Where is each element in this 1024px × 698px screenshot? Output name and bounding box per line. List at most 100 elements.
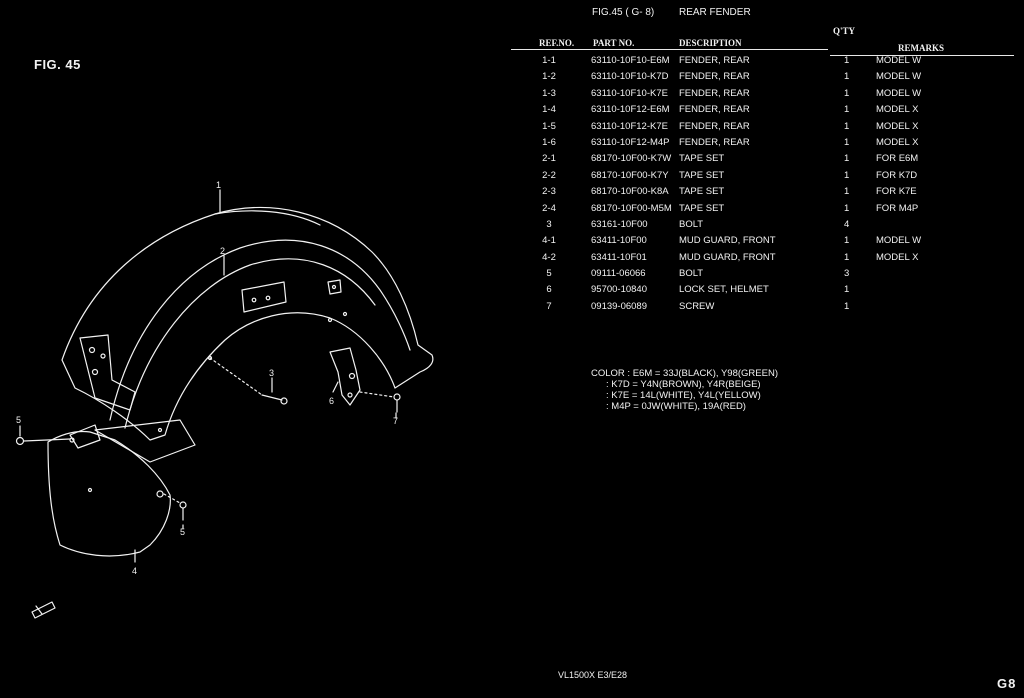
part-number-cell: 95700-10840 [591,284,647,296]
model-code: VL1500X E3/E28 [558,670,628,680]
ref-cell: 1-4 [542,104,556,116]
qty-cell: 1 [844,169,850,181]
description-cell: MUD GUARD, FRONT [679,251,776,263]
part-number-cell: 63110-10F12-E6M [591,104,670,116]
qty-cell: 1 [844,235,850,247]
ref-cell: 5 [546,268,552,280]
color-line: : K7D = Y4N(BROWN), Y4R(BEIGE) [606,379,761,390]
description-cell: LOCK SET, HELMET [679,284,769,296]
figure-title: REAR FENDER [679,7,751,18]
qty-cell: 4 [844,218,850,230]
remarks-column-header: REMARKS [898,43,945,53]
table-row: 1-1 63110-10F10-E6M FENDER, REAR 1 MODEL W [510,55,990,71]
callout-1: 1 [216,180,221,190]
part-number-cell: 68170-10F00-M5M [591,202,672,214]
remarks-cell: FOR E6M [876,153,919,165]
description-cell: BOLT [679,218,704,230]
color-line: : M4P = 0JW(WHITE), 19A(RED) [606,401,746,412]
remarks-cell: MODEL W [876,87,922,99]
qty-cell: 1 [844,55,850,66]
qty-cell: 1 [844,153,850,165]
fender-inner-line [109,239,411,421]
color-note: COLOR : E6M = 33J(BLACK), Y98(GREEN) : K… [591,368,778,412]
ref-cell: 1-2 [542,71,556,83]
callout-3: 3 [269,368,274,378]
callout-5-left: 5 [16,415,21,425]
ref-cell: 2-2 [542,169,556,181]
ref-cell: 4-1 [542,235,556,247]
remarks-cell: MODEL X [876,251,919,263]
description-cell: FENDER, REAR [679,104,750,116]
description-cell: TAPE SET [679,202,725,214]
helmet-lock [329,347,361,406]
color-line: COLOR : E6M = 33J(BLACK), Y98(GREEN) [591,368,778,379]
description-cell: FENDER, REAR [679,71,750,83]
remarks-cell: MODEL X [876,120,919,132]
part-number-cell: 63110-10F10-K7D [591,71,669,83]
description-cell: FENDER, REAR [679,120,750,132]
part-number-cell: 63411-10F00 [591,235,647,247]
ref-column-header: REF.NO. [539,38,575,48]
ref-cell: 1-3 [542,87,556,99]
remarks-cell: MODEL W [876,55,922,66]
qty-cell: 1 [844,300,850,312]
color-line: : K7E = 14L(WHITE), Y4L(YELLOW) [606,390,761,401]
ref-cell: 4-2 [542,251,556,263]
description-cell: FENDER, REAR [679,136,750,148]
table-row: 1-4 63110-10F12-E6M FENDER, REAR 1 MODEL X [510,104,990,120]
description-column-header: DESCRIPTION [679,38,742,48]
direction-arrow [31,601,56,619]
part-number-cell: 68170-10F00-K8A [591,186,669,198]
description-cell: SCREW [679,300,715,312]
description-cell: TAPE SET [679,169,725,181]
ref-cell: 3 [546,218,552,230]
part-column-header: PART NO. [593,38,635,48]
ref-cell: 1-1 [542,55,556,66]
figure-reference: FIG.45 ( G- 8) [592,7,655,18]
ref-cell: 2-4 [542,202,556,214]
ref-cell: 7 [546,300,552,312]
ref-cell: 2-3 [542,186,556,198]
remarks-cell: FOR K7E [876,186,917,198]
remarks-cell: MODEL W [876,235,922,247]
description-cell: FENDER, REAR [679,87,750,99]
qty-cell: 1 [844,71,850,83]
fender-inner-line-2 [124,258,376,429]
mud-guard [47,430,171,557]
description-cell: TAPE SET [679,186,725,198]
part-number-cell: 63110-10F12-K7E [591,120,668,132]
fender-top-ridge [214,210,321,226]
qty-cell: 1 [844,120,850,132]
ref-cell: 6 [546,284,552,296]
qty-cell: 1 [844,251,850,263]
part-number-cell: 63110-10F10-E6M [591,55,670,66]
ref-cell: 2-1 [542,153,556,165]
description-cell: BOLT [679,268,704,280]
remarks-cell: FOR K7D [876,169,918,181]
remarks-cell: MODEL X [876,104,919,116]
bolt-5-left [23,438,71,442]
remarks-cell: MODEL W [876,71,922,83]
description-cell: FENDER, REAR [679,55,750,66]
table-row: 1-2 63110-10F10-K7D FENDER, REAR 1 MODEL W [510,71,990,87]
callout-6: 6 [329,396,334,406]
header-rule-right [830,55,1014,56]
callout-2: 2 [220,246,225,256]
rear-fender-diagram: 1 2 3 4 5 5 6 7 [15,180,434,619]
qty-cell: 1 [844,136,850,148]
remarks-cell: FOR M4P [876,202,919,214]
tape-patch [241,281,287,313]
qty-cell: 1 [844,284,850,296]
part-number-cell: 68170-10F00-K7W [591,153,672,165]
qty-cell: 1 [844,104,850,116]
